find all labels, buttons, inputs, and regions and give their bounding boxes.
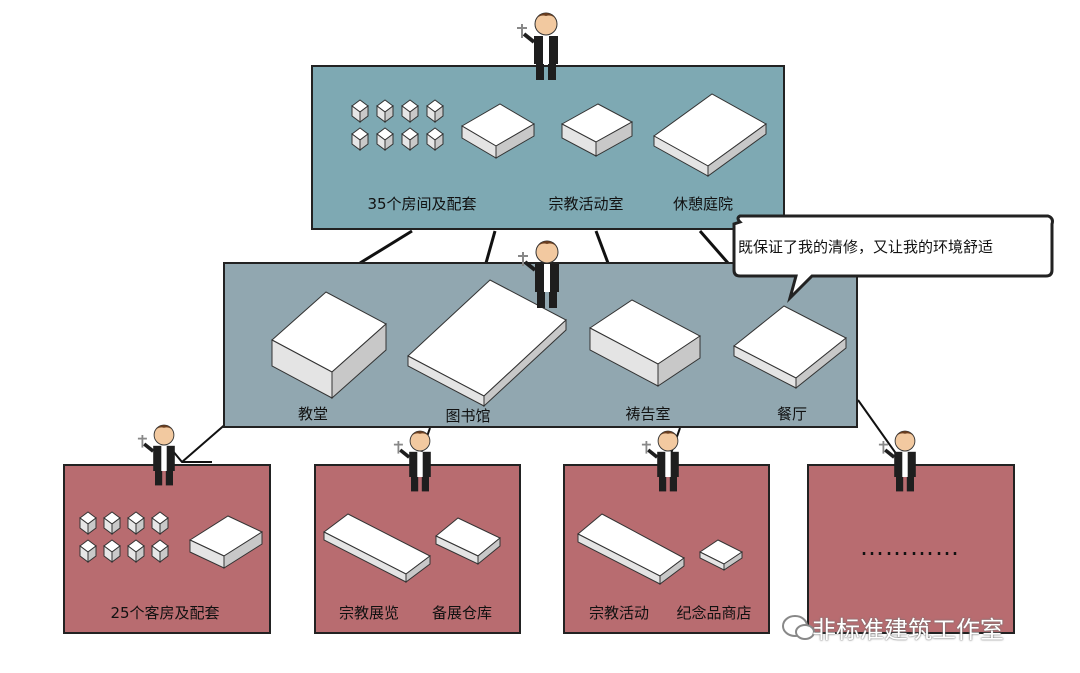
slab-icon-storage — [435, 517, 501, 566]
speech-bubble-text: 既保证了我的清修，又让我的环境舒适 — [738, 238, 994, 256]
label-storage: 备展仓库 — [431, 604, 493, 622]
wechat-icon — [782, 615, 815, 640]
label-guest-rooms: 25个客房及配套 — [110, 604, 220, 622]
cube-icon-group-bottom — [79, 511, 169, 563]
label-religious-room: 宗教活动室 — [548, 195, 624, 213]
label-library: 图书馆 — [445, 407, 491, 425]
label-ellipsis: ………… — [860, 533, 960, 561]
bottom-zone-box-4 — [807, 464, 1015, 634]
label-activity: 宗教活动 — [588, 604, 650, 622]
label-courtyard: 休憩庭院 — [672, 195, 734, 213]
slab-icon-activity — [577, 513, 685, 585]
label-prayer-room: 祷告室 — [625, 405, 671, 423]
priest-figure-icon-top — [515, 11, 560, 82]
slab-icon-top-3 — [653, 93, 767, 177]
priest-figure-icon-b2 — [392, 429, 433, 494]
block-icon-dining — [733, 305, 847, 390]
speech-bubble-icon — [732, 214, 1054, 304]
slab-icon-top-2 — [560, 103, 634, 157]
label-church: 教堂 — [297, 405, 329, 423]
label-dining: 餐厅 — [776, 405, 808, 423]
slab-icon-souvenir — [699, 539, 743, 571]
block-icon-library — [407, 279, 567, 408]
priest-figure-icon-b1 — [136, 423, 177, 488]
label-rooms: 35个房间及配套 — [367, 195, 477, 213]
cube-icon-group-top — [351, 99, 444, 151]
priest-figure-icon-b4 — [877, 429, 918, 494]
slab-icon-exhibition — [323, 513, 431, 583]
label-souvenir: 纪念品商店 — [676, 604, 752, 622]
block-icon-prayer-room — [589, 299, 701, 387]
label-exhibition: 宗教展览 — [338, 604, 400, 622]
slab-icon-bottom-1 — [188, 515, 264, 569]
watermark-text: 非标准建筑工作室 — [812, 616, 1004, 644]
slab-icon-top-1 — [461, 103, 535, 159]
block-icon-church — [271, 291, 387, 400]
priest-figure-icon-b3 — [640, 429, 681, 494]
